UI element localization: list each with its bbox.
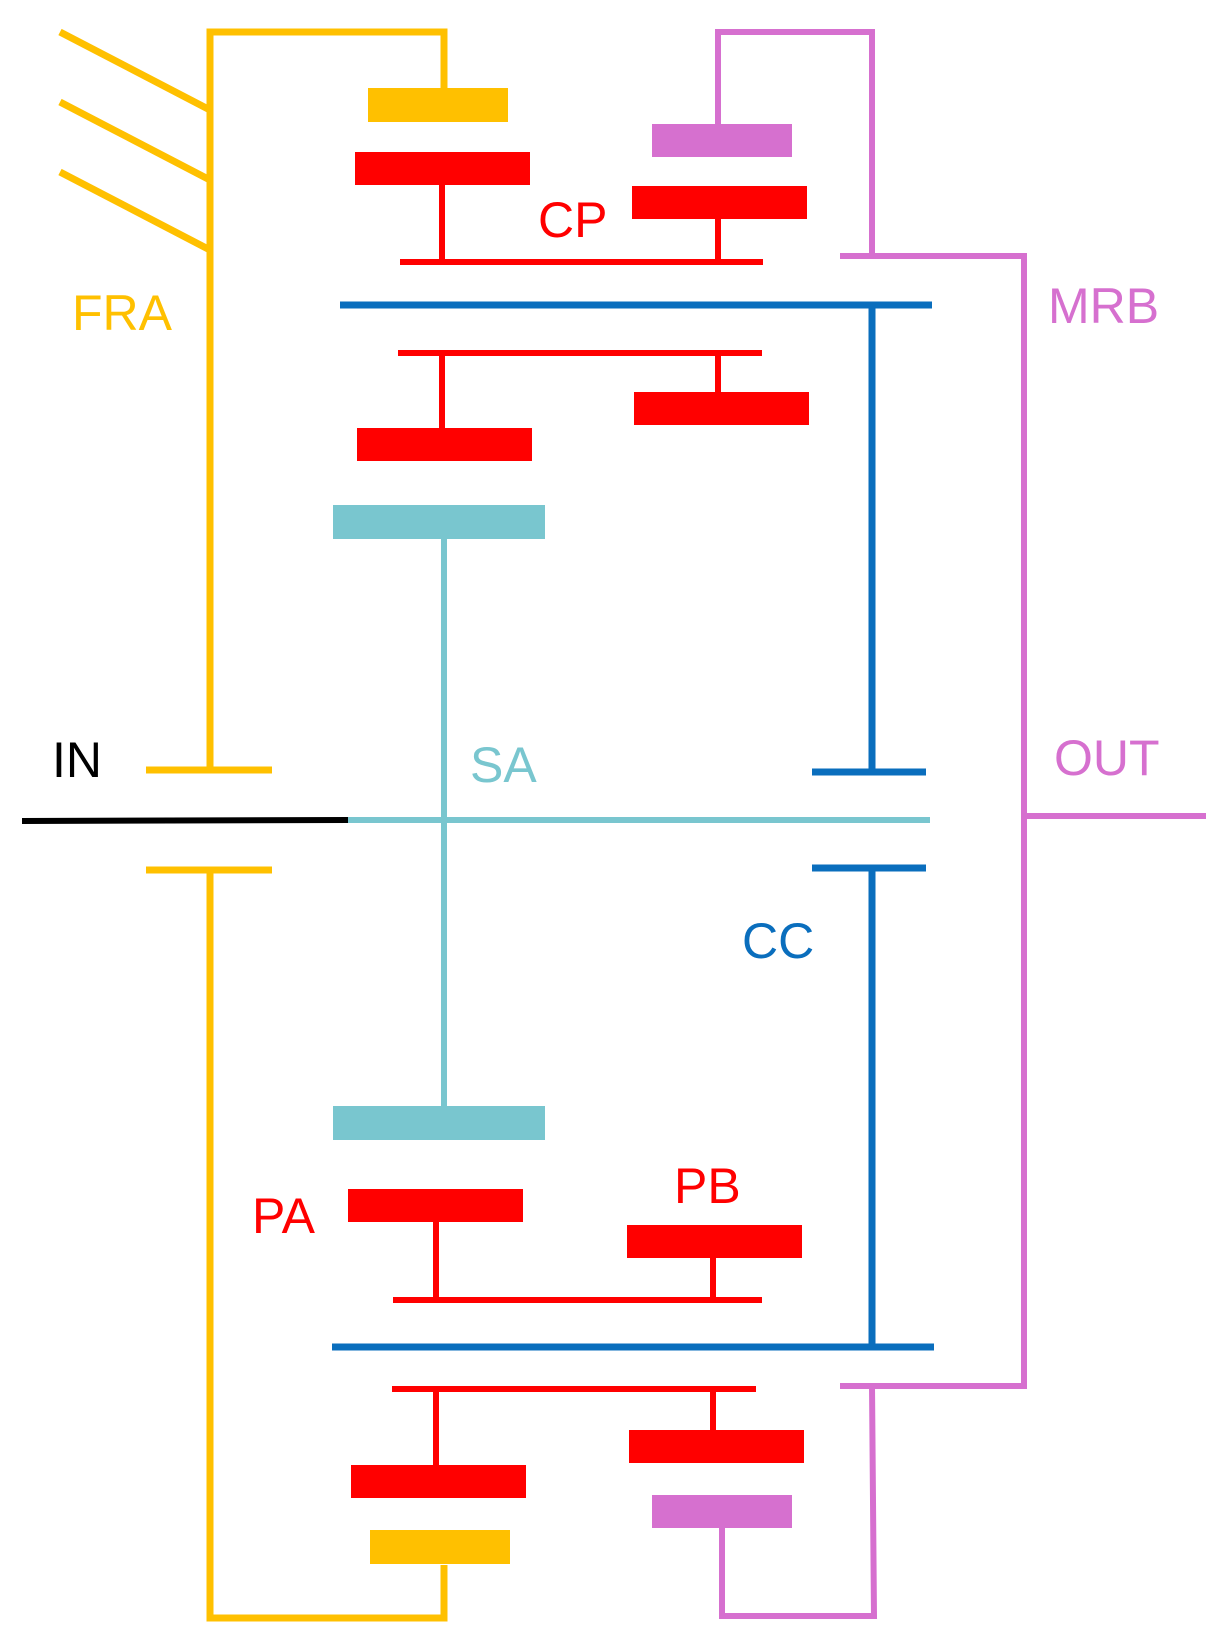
frame-ring-bottom	[370, 1530, 510, 1564]
ring-gear-top	[652, 124, 792, 157]
label-cp: CP	[538, 192, 607, 248]
carrier-cc	[332, 301, 934, 1351]
planet-bottom-lower	[351, 1386, 804, 1498]
ring-bottom-bracket	[719, 1385, 878, 1619]
label-pa: PA	[252, 1188, 316, 1244]
planet-a-gear	[355, 152, 530, 185]
label-cc: CC	[742, 913, 814, 969]
planet-b-gear	[629, 1430, 804, 1463]
planet-b-gear	[634, 392, 809, 425]
planet-b-gear	[632, 186, 807, 219]
sun-gear-bottom	[333, 1106, 545, 1140]
label-out: OUT	[1054, 730, 1160, 786]
sun-sa	[348, 522, 930, 1122]
frame-lower-line	[206, 870, 448, 1622]
planet-a-gear	[351, 1465, 526, 1498]
ring-gear-bottom	[652, 1495, 792, 1528]
label-in: IN	[52, 732, 102, 788]
label-pb: PB	[674, 1158, 741, 1214]
frame-hatch-2	[58, 98, 212, 184]
label-mrb: MRB	[1048, 278, 1159, 334]
input-shaft	[21, 817, 349, 824]
ring-outer-frame	[840, 253, 1027, 1389]
sun-gear-top	[333, 505, 545, 539]
frame-hatch-3	[58, 168, 212, 254]
frame-upper-line	[206, 28, 448, 770]
planet-b-gear	[627, 1225, 802, 1258]
frame-ring-top	[368, 88, 508, 122]
planet-bottom-upper	[348, 1189, 802, 1303]
label-fra: FRA	[72, 285, 173, 341]
frame-fra	[58, 28, 448, 1622]
frame-hatch-1	[58, 28, 212, 114]
planet-top-upper	[355, 152, 807, 265]
planet-a-gear	[348, 1189, 523, 1222]
ring-top-bracket	[715, 29, 875, 256]
label-sa: SA	[470, 737, 537, 793]
planet-top-lower	[357, 350, 809, 461]
planet-a-gear	[357, 428, 532, 461]
ring-mrb	[715, 29, 1206, 1619]
